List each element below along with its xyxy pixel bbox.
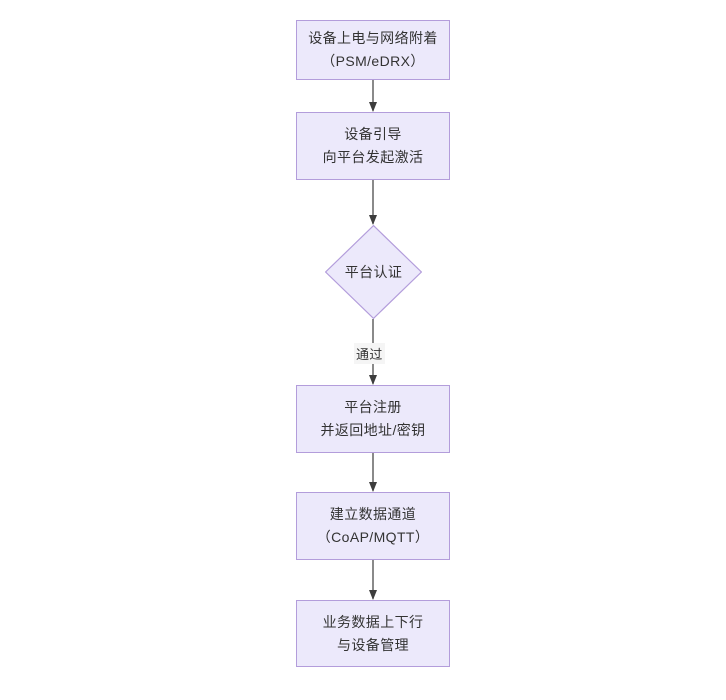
node-data-channel-line1: 建立数据通道 (329, 506, 417, 523)
node-data-channel[interactable]: 建立数据通道 （CoAP/MQTT） (296, 492, 450, 560)
node-business-data-line1: 业务数据上下行 (322, 613, 424, 630)
node-power-on-line2: （PSM/eDRX） (321, 53, 425, 69)
node-platform-register[interactable]: 平台注册 并返回地址/密钥 (296, 385, 450, 453)
node-device-bootstrap-line2: 向平台发起激活 (322, 149, 424, 165)
node-data-channel-line2: （CoAP/MQTT） (316, 529, 430, 545)
node-power-on-line1: 设备上电与网络附着 (308, 30, 438, 47)
node-platform-auth-label: 平台认证 (344, 264, 403, 280)
edge-label-pass: 通过 (354, 343, 385, 364)
node-platform-register-line1: 平台注册 (344, 399, 402, 416)
node-business-data[interactable]: 业务数据上下行 与设备管理 (296, 600, 450, 667)
node-device-bootstrap[interactable]: 设备引导 向平台发起激活 (296, 112, 450, 180)
node-business-data-line2: 与设备管理 (337, 636, 409, 653)
node-device-bootstrap-line1: 设备引导 (344, 126, 402, 143)
diamond-shape (325, 225, 422, 319)
node-power-on[interactable]: 设备上电与网络附着 （PSM/eDRX） (296, 20, 450, 80)
node-platform-register-line2: 并返回地址/密钥 (320, 422, 426, 438)
node-platform-auth[interactable]: 平台认证 (325, 225, 422, 319)
